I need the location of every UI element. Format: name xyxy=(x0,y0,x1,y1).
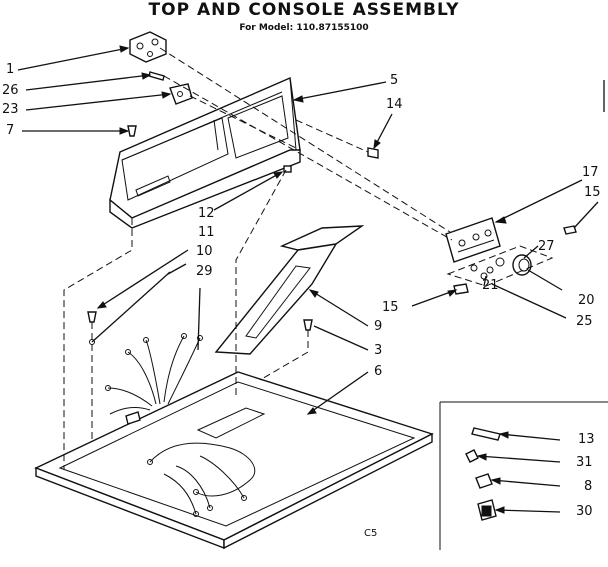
small-parts-right xyxy=(446,225,577,295)
callout-3: 3 xyxy=(374,343,383,358)
callout-23: 23 xyxy=(2,102,19,117)
callout-25: 25 xyxy=(576,314,593,329)
callout-10: 10 xyxy=(196,244,213,259)
callout-26: 26 xyxy=(2,83,19,98)
callout-21: 21 xyxy=(482,278,499,293)
control-housing xyxy=(445,217,501,263)
switch-23 xyxy=(169,83,193,105)
callout-15-right: 15 xyxy=(584,185,601,200)
callout-31: 31 xyxy=(576,455,593,470)
callout-30: 30 xyxy=(576,504,593,519)
screw-11-wire-10 xyxy=(87,271,171,345)
knob-20 xyxy=(512,254,532,276)
callout-29: 29 xyxy=(196,264,213,279)
screw-7 xyxy=(127,125,137,137)
callout-27: 27 xyxy=(538,239,555,254)
callout-11: 11 xyxy=(198,225,215,240)
lint-chute-9 xyxy=(214,225,365,355)
callout-1: 1 xyxy=(6,62,15,77)
callout-9: 9 xyxy=(374,319,383,334)
diagram-code: C5 xyxy=(364,528,378,539)
callout-7: 7 xyxy=(6,123,15,138)
screw-26 xyxy=(148,71,165,81)
control-bracket xyxy=(129,31,167,63)
callout-20: 20 xyxy=(578,293,595,308)
model-subtitle: For Model: 110.87155100 xyxy=(239,23,369,33)
callout-17: 17 xyxy=(582,165,599,180)
explosion-lines xyxy=(63,47,453,470)
diagram-title: TOP AND CONSOLE ASSEMBLY xyxy=(148,0,460,20)
console-panel xyxy=(109,76,301,229)
callout-13: 13 xyxy=(578,432,595,447)
callout-15-left: 15 xyxy=(382,300,399,315)
callout-6: 6 xyxy=(374,364,383,379)
leader-lines xyxy=(17,45,599,514)
dryer-top-6 xyxy=(34,371,434,550)
callout-5: 5 xyxy=(390,73,399,88)
callout-14: 14 xyxy=(386,97,403,112)
clip-12 xyxy=(283,165,292,173)
screw-14 xyxy=(367,147,379,159)
wire-harness xyxy=(105,333,256,517)
inset-parts-box xyxy=(439,401,608,550)
screw-3 xyxy=(303,319,313,331)
callout-8: 8 xyxy=(584,479,593,494)
callout-12: 12 xyxy=(198,206,215,221)
